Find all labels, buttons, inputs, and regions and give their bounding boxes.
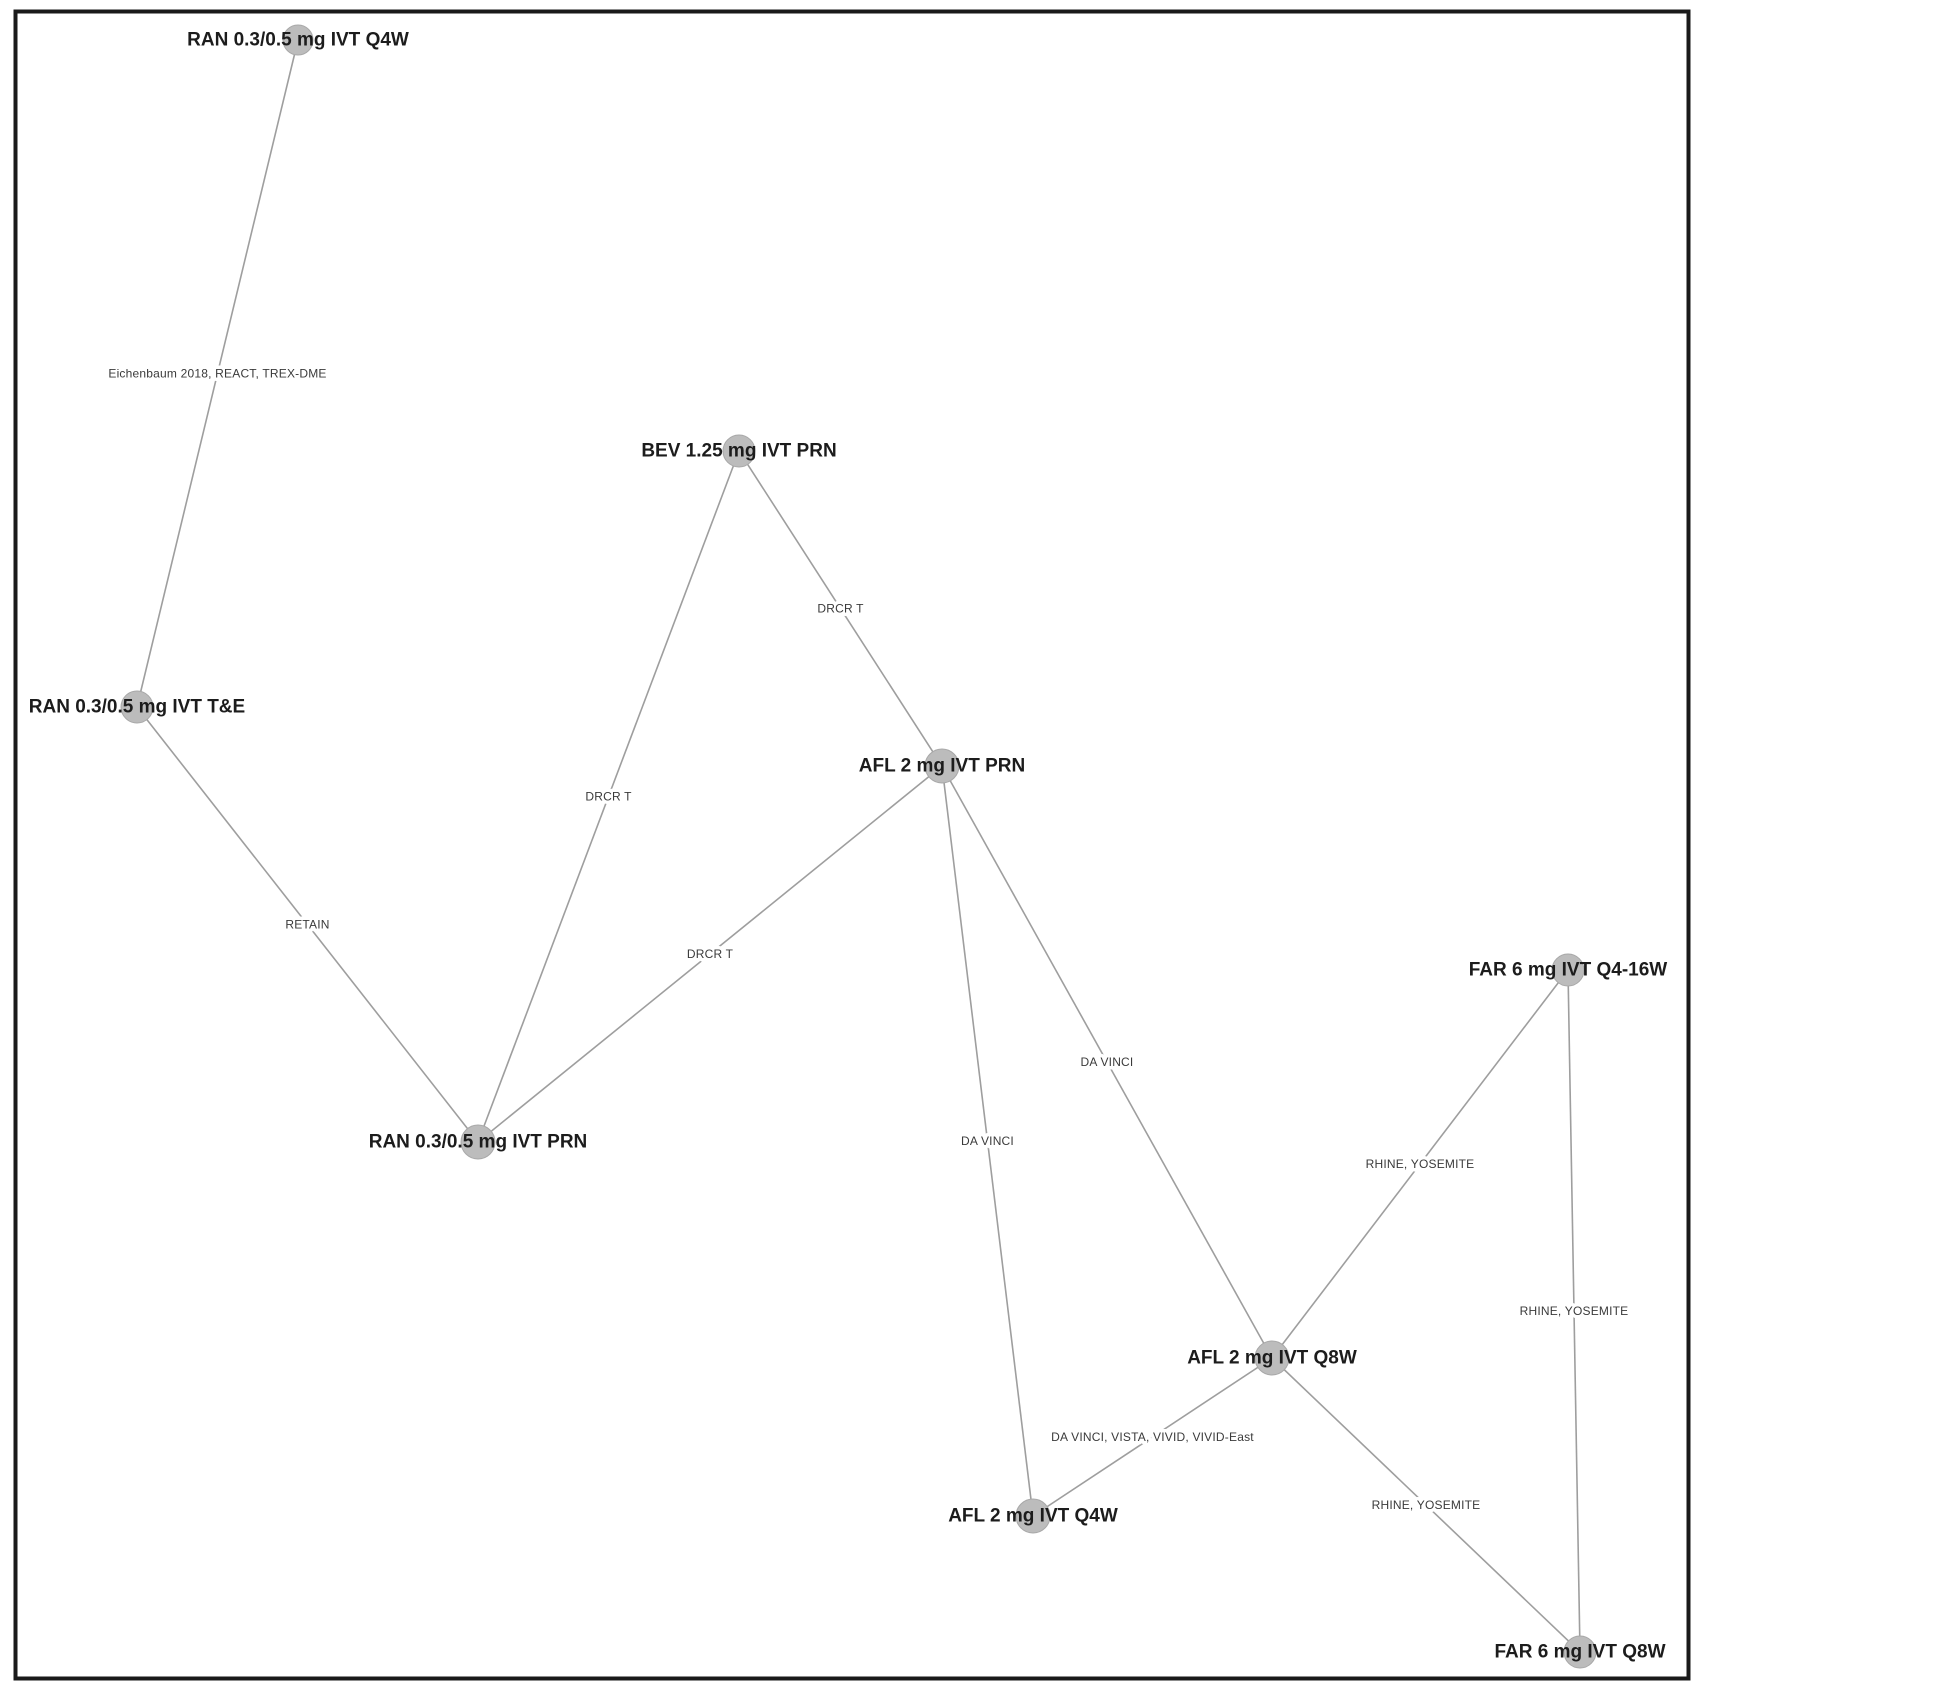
node-label-ran-te: RAN 0.3/0.5 mg IVT T&E [29,697,245,718]
node-bev-prn [722,434,756,468]
edge-label-far-q416-far-q8w: RHINE, YOSEMITE [1520,1304,1629,1318]
diagram-frame [13,9,1691,1681]
node-label-bev-prn: BEV 1.25 mg IVT PRN [641,441,836,462]
edge-far-q416-far-q8w [1567,969,1581,1653]
node-afl-q8w [1254,1340,1290,1376]
node-label-afl-prn: AFL 2 mg IVT PRN [859,756,1025,777]
node-afl-q4w [1015,1498,1051,1534]
edge-label-bev-prn-ran-prn: DRCR T [585,790,632,804]
edge-afl-q4w-afl-q8w [1032,1357,1273,1517]
edge-label-afl-prn-ran-prn: DRCR T [687,947,734,961]
node-far-q8w [1563,1635,1597,1669]
node-label-far-q416: FAR 6 mg IVT Q4-16W [1469,960,1668,981]
edge-bev-prn-ran-prn [477,450,740,1143]
edge-label-afl-q8w-far-q8w: RHINE, YOSEMITE [1372,1498,1481,1512]
edge-far-q416-afl-q8w [1271,969,1569,1359]
node-label-afl-q8w: AFL 2 mg IVT Q8W [1187,1348,1357,1369]
node-label-ran-q4w: RAN 0.3/0.5 mg IVT Q4W [187,30,409,51]
edge-afl-q8w-far-q8w [1271,1357,1581,1653]
node-label-ran-prn: RAN 0.3/0.5 mg IVT PRN [369,1132,588,1153]
edge-bev-prn-afl-prn [738,450,943,767]
edge-label-bev-prn-afl-prn: DRCR T [817,602,864,616]
node-ran-q4w [282,24,314,56]
edge-afl-prn-ran-prn [477,765,943,1143]
node-afl-prn [924,748,960,784]
node-label-far-q8w: FAR 6 mg IVT Q8W [1494,1642,1665,1663]
edge-label-afl-prn-afl-q4w: DA VINCI [961,1134,1014,1148]
edge-ran-q4w-ran-te [136,39,299,708]
edge-label-far-q416-afl-q8w: RHINE, YOSEMITE [1366,1157,1475,1171]
node-ran-te [120,690,154,724]
node-label-afl-q4w: AFL 2 mg IVT Q4W [948,1506,1118,1527]
edge-label-afl-prn-afl-q8w: DA VINCI [1081,1055,1134,1069]
node-far-q416 [1551,953,1585,987]
edge-label-ran-q4w-ran-te: Eichenbaum 2018, REACT, TREX-DME [108,367,326,381]
edge-label-ran-te-ran-prn: RETAIN [285,918,329,932]
edge-afl-prn-afl-q8w [941,765,1273,1359]
edge-ran-te-ran-prn [136,706,479,1143]
edge-label-afl-q4w-afl-q8w: DA VINCI, VISTA, VIVID, VIVID-East [1051,1430,1254,1444]
edge-afl-prn-afl-q4w [941,765,1034,1517]
node-ran-prn [460,1124,496,1160]
